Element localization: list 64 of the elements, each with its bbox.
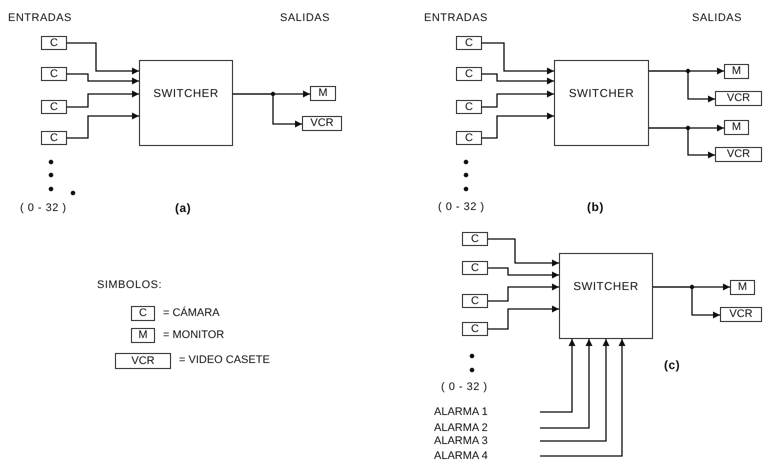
connector-arrow bbox=[233, 93, 302, 128]
symbol-box: C bbox=[462, 322, 488, 336]
alarm-input-label: ALARMA 1 bbox=[434, 405, 540, 419]
connector-arrow bbox=[488, 267, 559, 278]
panel-label: (b) bbox=[587, 200, 604, 214]
symbol-box: C bbox=[456, 100, 482, 114]
symbol-box: M bbox=[310, 86, 336, 101]
connector-arrow bbox=[488, 284, 559, 302]
connector-arrow bbox=[540, 339, 576, 413]
symbol-box: M bbox=[730, 280, 755, 295]
symbol-box: C bbox=[456, 131, 482, 145]
connector-arrow bbox=[67, 42, 139, 74]
symbol-box: C bbox=[41, 131, 67, 145]
connector-arrow bbox=[482, 73, 554, 84]
text-label: SALIDAS bbox=[280, 12, 330, 24]
connector-arrow bbox=[540, 339, 592, 429]
symbol-box: C bbox=[41, 100, 67, 114]
switcher-block: SWITCHER bbox=[559, 253, 653, 339]
panel-label: (c) bbox=[664, 358, 680, 372]
switcher-block: SWITCHER bbox=[139, 60, 233, 146]
symbol-box: C bbox=[462, 294, 488, 308]
connector-arrow bbox=[67, 73, 139, 84]
symbol-box: M bbox=[724, 64, 749, 79]
symbol-definition: = CÁMARA bbox=[163, 307, 220, 319]
symbol-box: M bbox=[724, 120, 749, 135]
text-label: ( 0 - 32 ) bbox=[438, 201, 485, 213]
symbol-box: VCR bbox=[720, 307, 762, 322]
symbol-box: VCR bbox=[115, 353, 171, 369]
connector-arrow bbox=[649, 127, 715, 158]
symbol-box: C bbox=[41, 67, 67, 81]
text-label: ( 0 - 32 ) bbox=[20, 202, 67, 214]
connector-arrow bbox=[488, 306, 559, 330]
connector-arrow bbox=[653, 286, 720, 318]
alarm-input-label: ALARMA 3 bbox=[434, 434, 540, 448]
symbol-definition: = MONITOR bbox=[163, 329, 224, 341]
text-label: ( 0 - 32 ) bbox=[441, 381, 488, 393]
connector-arrow bbox=[488, 238, 559, 266]
connector-arrow bbox=[482, 90, 554, 108]
alarm-input-label: ALARMA 4 bbox=[434, 449, 540, 463]
symbol-box: M bbox=[131, 328, 155, 343]
text-label: SIMBOLOS: bbox=[97, 279, 162, 291]
symbol-box: C bbox=[462, 232, 488, 246]
symbol-box: VCR bbox=[715, 91, 762, 106]
symbol-box: VCR bbox=[715, 147, 762, 162]
connector-arrow bbox=[540, 339, 610, 442]
symbol-box: C bbox=[456, 67, 482, 81]
symbol-box: VCR bbox=[302, 116, 342, 131]
text-label: SALIDAS bbox=[692, 12, 742, 24]
text-label: ENTRADAS bbox=[8, 12, 72, 24]
symbol-definition: = VIDEO CASETE bbox=[179, 354, 270, 366]
switcher-block: SWITCHER bbox=[554, 60, 649, 146]
connector-arrow bbox=[649, 70, 715, 102]
connector-arrow bbox=[482, 42, 554, 74]
connector-arrow bbox=[482, 112, 554, 139]
symbol-box: C bbox=[462, 261, 488, 275]
symbol-box: C bbox=[131, 306, 155, 321]
panel-label: (a) bbox=[175, 201, 192, 215]
connector-arrow bbox=[540, 339, 626, 457]
alarm-input-label: ALARMA 2 bbox=[434, 421, 540, 435]
symbol-box: C bbox=[456, 36, 482, 50]
connector-arrow bbox=[67, 112, 139, 139]
connector-arrow bbox=[67, 90, 139, 108]
text-label: ENTRADAS bbox=[424, 12, 488, 24]
symbol-box: C bbox=[41, 36, 67, 50]
